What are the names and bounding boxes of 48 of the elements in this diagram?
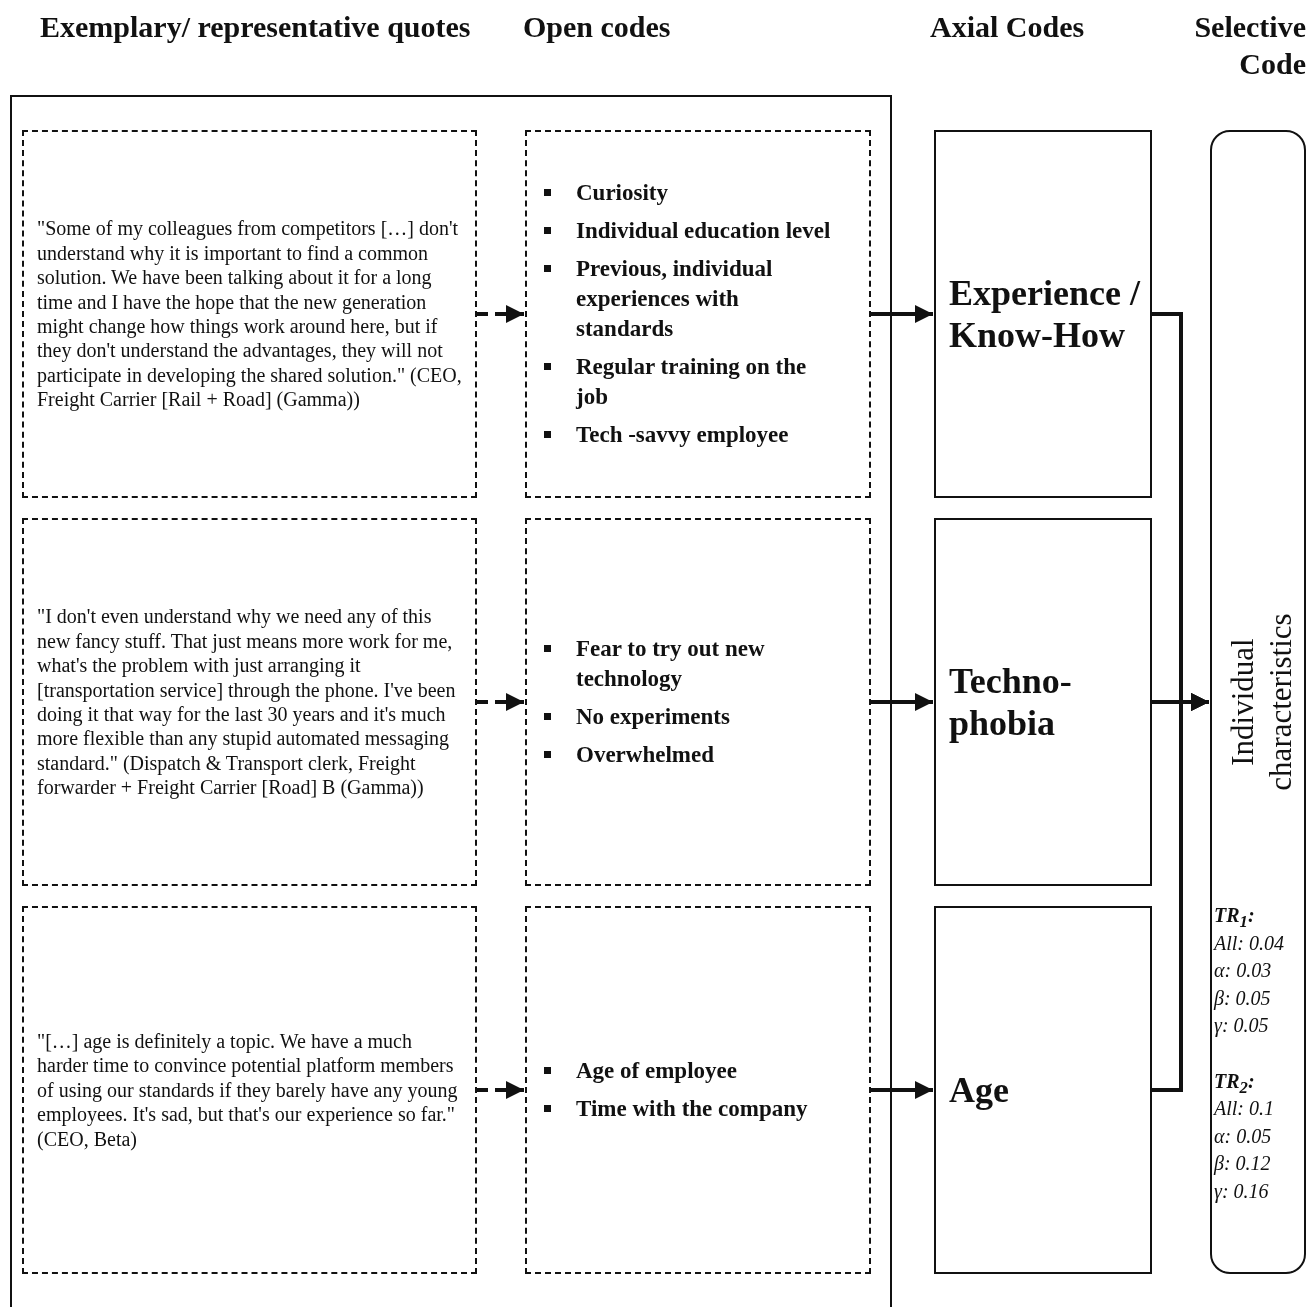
statistic-heading: TR$_{2}$:	[1214, 1068, 1255, 1099]
column-heading: Open codes	[523, 9, 672, 45]
open-code-item: No experiments	[541, 702, 838, 732]
quote-text: "[…] age is definitely a topic. We have a much harder time to convince potential platform members of using our standards if they barely have any young employees. It's sad, but that's our experience so far." (CEO, Beta)	[37, 1029, 459, 1151]
frame-box	[10, 95, 892, 1307]
axial-code-label: Age	[949, 1069, 1009, 1111]
quote-text: "I don't even understand why we need any of this new fancy stuff. That just means more work for me, what's the problem with just arranging it [transportation service] through the phone. I've been doing it that way for the last 30 years and it's much more flexible than any stupid automated messaging standard." (Dispatch & Transport clerk, Freight forwarder + Freight Carrier [Road] B (Gamma))	[37, 604, 457, 800]
open-code-item: Curiosity	[541, 178, 838, 208]
arrow	[871, 693, 933, 711]
statistic-value: α: 0.05	[1214, 1123, 1272, 1149]
open-code-item: Individual education level	[541, 216, 838, 246]
arrow	[477, 305, 524, 323]
quote-text: "Some of my colleagues from competitors […] don't understand why it is important to find a common solution. We have been talking about it for a long time and I have the hope that the new generation might change how things work around here, but if they don't understand the advantages, they will not participate in developing the shared solution." (CEO, Freight Carrier [Rail + Road] (Gamma))	[37, 216, 463, 412]
arrow	[871, 1081, 933, 1099]
selective-code-label: Individual characteristics	[1224, 612, 1299, 793]
arrow	[477, 693, 524, 711]
open-code-item: Tech -savvy employee	[541, 420, 838, 450]
statistic-heading: TR$_{1}$:	[1214, 903, 1255, 933]
statistic-value: γ: 0.05	[1214, 1013, 1269, 1039]
open-codes-box	[525, 906, 871, 1274]
open-code-item: Previous, individual experiences with standards	[541, 254, 838, 344]
column-heading: Selective Code	[1193, 9, 1306, 82]
column-heading: Axial Codes	[930, 9, 1086, 45]
quote-box	[22, 518, 477, 886]
statistic-value: α: 0.03	[1214, 958, 1272, 983]
axial-code-label: Experience / Know-How	[949, 272, 1142, 356]
open-code-item: Fear to try out new technology	[541, 634, 838, 694]
axial-code-box	[934, 906, 1152, 1274]
arrow	[871, 305, 933, 323]
statistic-value: γ: 0.16	[1214, 1178, 1269, 1205]
open-code-item: Age of employee	[541, 1056, 808, 1086]
column-heading: Exemplary/ representative quotes	[40, 9, 472, 45]
axial-code-label: Techno-phobia	[949, 660, 1073, 744]
arrow	[477, 1081, 524, 1099]
open-code-item: Time with the company	[541, 1094, 808, 1124]
statistic-value: β: 0.12	[1214, 1151, 1271, 1177]
statistic-value: All: 0.04	[1214, 930, 1284, 956]
statistic-value: All: 0.1	[1214, 1096, 1274, 1121]
axial-code-box	[934, 518, 1152, 886]
open-codes-box	[525, 130, 871, 498]
selective-code-box	[1210, 130, 1306, 1274]
statistic-value: β: 0.05	[1214, 985, 1271, 1012]
quote-box	[22, 906, 477, 1274]
open-code-item: Regular training on the job	[541, 352, 838, 412]
axial-code-box	[934, 130, 1152, 498]
open-code-item: Overwhelmed	[541, 740, 838, 770]
quote-box	[22, 130, 477, 498]
open-codes-box	[525, 518, 871, 886]
